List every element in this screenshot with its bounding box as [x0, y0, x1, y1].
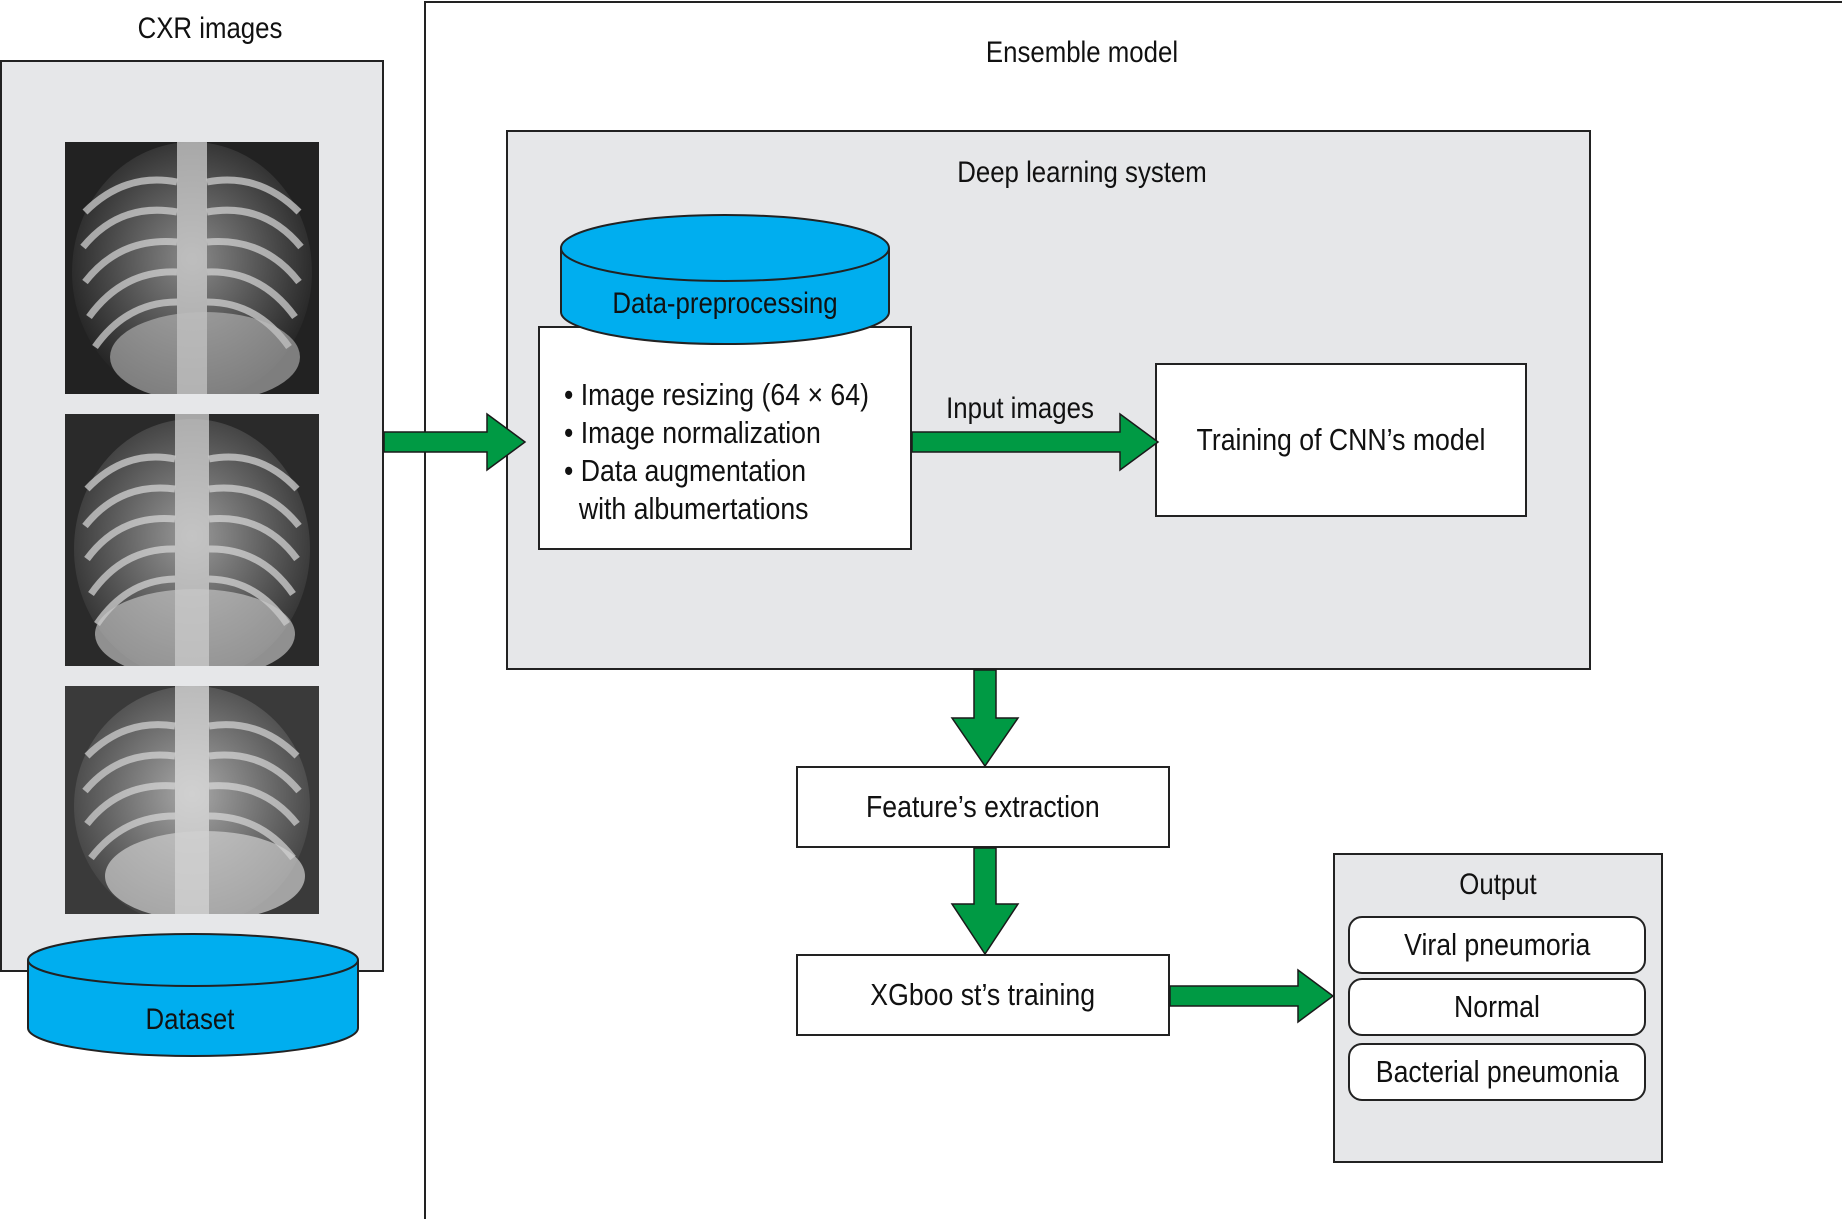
arrow-down-icon — [950, 669, 1020, 768]
cxr-images-title: CXR images — [137, 12, 283, 45]
ensemble-model-title: Ensemble model — [985, 36, 1179, 69]
output-class-normal: Normal — [1348, 978, 1646, 1036]
xgboost-training-label: XGboo st’s training — [870, 977, 1096, 1012]
data-preprocessing-label: Data-preprocessing — [612, 287, 838, 320]
output-title: Output — [1459, 868, 1537, 901]
xgboost-training-box: XGboo st’s training — [796, 954, 1170, 1036]
data-preprocessing-cylinder — [560, 214, 890, 345]
arrow-right-icon — [911, 412, 1160, 472]
cnn-training-box: Training of CNN’s model — [1155, 363, 1527, 517]
xray-image-3 — [65, 686, 319, 914]
xray-image-1 — [65, 142, 319, 394]
feature-extraction-box: Feature’s extraction — [796, 766, 1170, 848]
step-item: • Image resizing (64 × 64) — [564, 377, 869, 412]
preprocessing-steps-list: • Image resizing (64 × 64) • Image norma… — [564, 376, 869, 528]
dataset-cylinder — [27, 933, 359, 1057]
cnn-training-label: Training of CNN’s model — [1196, 422, 1486, 457]
deep-learning-system-title: Deep learning system — [957, 156, 1207, 189]
arrow-right-icon — [383, 412, 527, 472]
ensemble-model-frame — [424, 1, 1842, 1219]
step-item: • Data augmentation — [564, 453, 807, 488]
arrow-right-icon — [1169, 968, 1335, 1024]
step-item: with albumertations — [564, 491, 809, 526]
preprocessing-steps-box — [538, 326, 912, 550]
arrow-down-icon — [950, 847, 1020, 956]
input-images-label: Input images — [946, 392, 1094, 425]
feature-extraction-label: Feature’s extraction — [866, 789, 1100, 824]
output-class-viral: Viral pneumoria — [1348, 916, 1646, 974]
dataset-label: Dataset — [145, 1003, 235, 1036]
step-item: • Image normalization — [564, 415, 821, 450]
output-class-bacterial: Bacterial pneumonia — [1348, 1043, 1646, 1101]
xray-image-2 — [65, 414, 319, 666]
